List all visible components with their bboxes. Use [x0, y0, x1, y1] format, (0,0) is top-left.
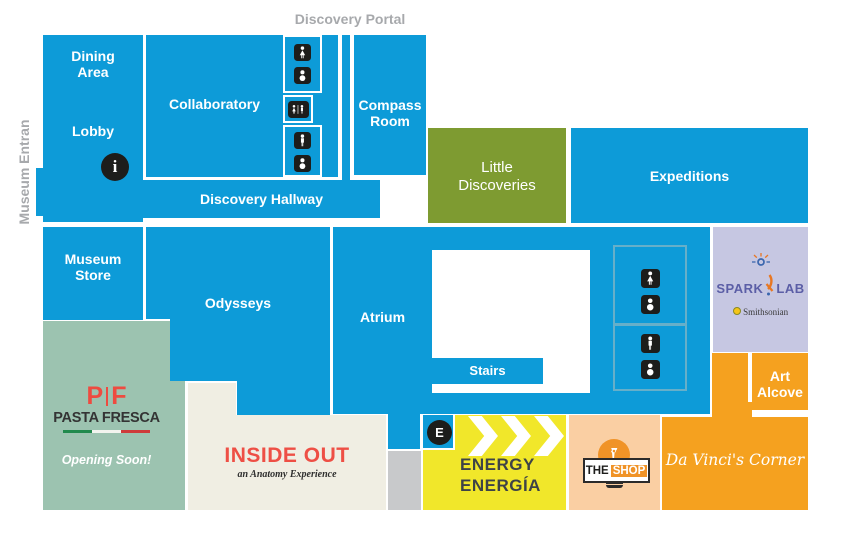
discovery-portal-corridor [342, 35, 350, 218]
pasta-fresca-block-ext [170, 381, 185, 510]
atrium-label: Atrium [359, 309, 406, 325]
energy-line2: ENERGÍA [460, 476, 541, 495]
inside-out-subtitle: an Anatomy Experience [237, 469, 337, 480]
restroom-women-lower [640, 265, 660, 317]
art-alcove-west [712, 353, 748, 417]
compass-room-block [354, 35, 426, 175]
pf-logo-bar [106, 387, 109, 406]
energy-block: ENERGY ENERGÍA [423, 415, 566, 510]
inside-out-block-upper [188, 383, 236, 510]
restrooms-lower-box [613, 245, 687, 391]
expeditions-block [571, 128, 808, 223]
expeditions-label: Expeditions [649, 168, 730, 184]
lobby-block [43, 35, 143, 222]
inside-out-block [236, 415, 386, 510]
museum-store-block [43, 227, 143, 320]
discovery-portal-label: Discovery Portal [294, 11, 406, 27]
smithsonian-line: Smithsonian [713, 307, 808, 317]
smithsonian-text: Smithsonian [743, 307, 789, 317]
restroom-women-upper [283, 35, 322, 93]
spark-figure-icon [766, 274, 774, 296]
shop-shop-text: SHOP [610, 464, 648, 477]
smithsonian-sun-icon [732, 307, 741, 315]
discovery-hallway-label: Discovery Hallway [200, 191, 323, 207]
restroom-men-lower [640, 331, 660, 383]
inside-out-logo: INSIDE OUT an Anatomy Experience [196, 444, 378, 480]
info-icon: i [101, 153, 129, 181]
museum-entrance-label: Museum Entran [16, 119, 32, 225]
odysseys-block-lower [170, 319, 330, 381]
man-icon [640, 334, 660, 353]
energy-label: ENERGY ENERGÍA [460, 454, 541, 496]
spark-lab-block: SPARK LAB Smithsonian [713, 227, 808, 352]
italian-flag-divider [62, 430, 151, 433]
baby-icon [294, 67, 311, 84]
pf-logo-f: F [111, 382, 127, 410]
baby-icon [294, 155, 311, 172]
stairs-block [432, 358, 543, 384]
inside-out-title: INSIDE OUT [224, 444, 350, 467]
lab-text: LAB [776, 281, 805, 296]
little-discoveries-block [428, 128, 566, 223]
dining-area-label: Dining Area [71, 48, 115, 80]
atrium-south-passage [388, 414, 420, 449]
lobby-entrance-notch [36, 168, 44, 216]
wrench-icon [610, 448, 618, 460]
sunburst-icon [751, 253, 770, 266]
chevron-shape [534, 416, 564, 456]
da-vinci-corner-label: Da Vinci's Corner [665, 451, 805, 469]
stairs-label: Stairs [469, 363, 506, 378]
pasta-fresca-status: Opening Soon! [61, 452, 152, 467]
bulb-base-icon [606, 481, 623, 488]
da-vinci-corner-block [662, 417, 808, 510]
woman-icon [294, 44, 311, 61]
art-alcove-bridge [748, 402, 752, 417]
museum-store-label: Museum Store [64, 251, 122, 283]
collaboratory-label: Collaboratory [168, 96, 260, 112]
chevron-shape [468, 416, 498, 456]
man-icon [294, 132, 311, 149]
spark-text: SPARK [716, 281, 764, 296]
woman-icon [640, 268, 660, 288]
energy-line1: ENERGY [460, 455, 535, 474]
elevator-icon: E [427, 420, 452, 445]
odysseys-label: Odysseys [204, 295, 272, 311]
pf-logo-p: P [86, 382, 104, 410]
little-discoveries-label: Little Discoveries [458, 159, 536, 194]
restroom-all-gender [283, 95, 313, 123]
chevron-shape [501, 416, 531, 456]
restroom-men-upper [283, 125, 322, 177]
odysseys-block [146, 227, 330, 319]
art-alcove-label: Art Alcove [757, 368, 803, 400]
pasta-fresca-block [43, 321, 170, 510]
baby-icon [640, 360, 660, 379]
unisex-icon [287, 100, 309, 118]
odysseys-block-corner [237, 381, 330, 415]
pasta-fresca-name: PASTA FRESCA [53, 410, 160, 426]
restroom-divider [615, 323, 685, 326]
lobby-label: Lobby [72, 123, 114, 139]
discovery-hallway-block [143, 180, 380, 218]
service-area-block [388, 451, 421, 510]
spark-lab-logo: SPARK LAB Smithsonian [713, 253, 808, 317]
shop-the-text: THE [585, 464, 609, 477]
art-alcove-block [752, 353, 808, 410]
compass-room-label: Compass Room [358, 97, 422, 129]
baby-icon [640, 294, 660, 314]
